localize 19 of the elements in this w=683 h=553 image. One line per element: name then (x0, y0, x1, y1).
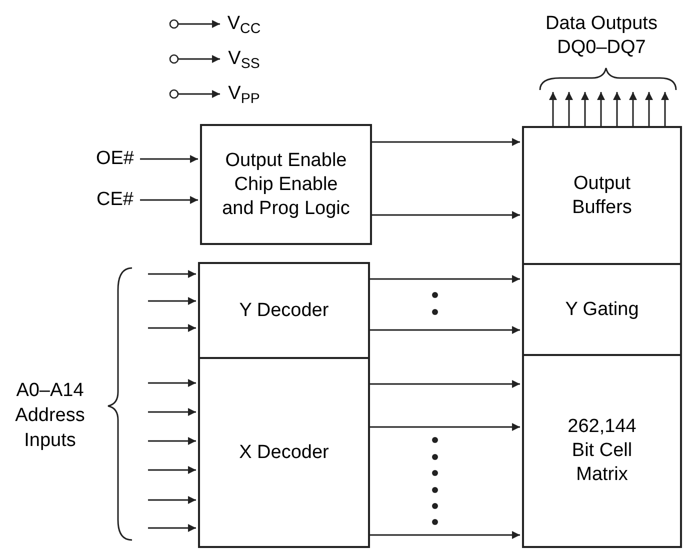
node-text: 262,144 Bit Cell Matrix (566, 415, 638, 487)
logic-block (200, 124, 372, 245)
node-text: X Decoder (239, 440, 329, 464)
node-text: CE# (96, 188, 134, 212)
node-text: V$_{CC}$ (227, 12, 261, 36)
node-text: V$_{PP}$ (228, 82, 260, 106)
gating-block (522, 263, 682, 356)
node-text: OE# (96, 147, 134, 171)
buffer-block (522, 126, 682, 265)
matrix-block (522, 354, 682, 548)
node-text: Y Gating (565, 298, 639, 322)
node-text: Output Enable Chip Enable and Prog Logic (221, 148, 351, 220)
node-text: Data Outputs DQ0–DQ7 (544, 12, 658, 60)
node-text: Output Buffers (571, 172, 633, 220)
signal-label: A0–A14 Address Inputs (14, 379, 86, 453)
node-text: Y Decoder (239, 298, 329, 322)
decoder-block (198, 357, 370, 548)
decoder-block (198, 262, 370, 359)
node-text: V$_{SS}$ (228, 47, 260, 71)
